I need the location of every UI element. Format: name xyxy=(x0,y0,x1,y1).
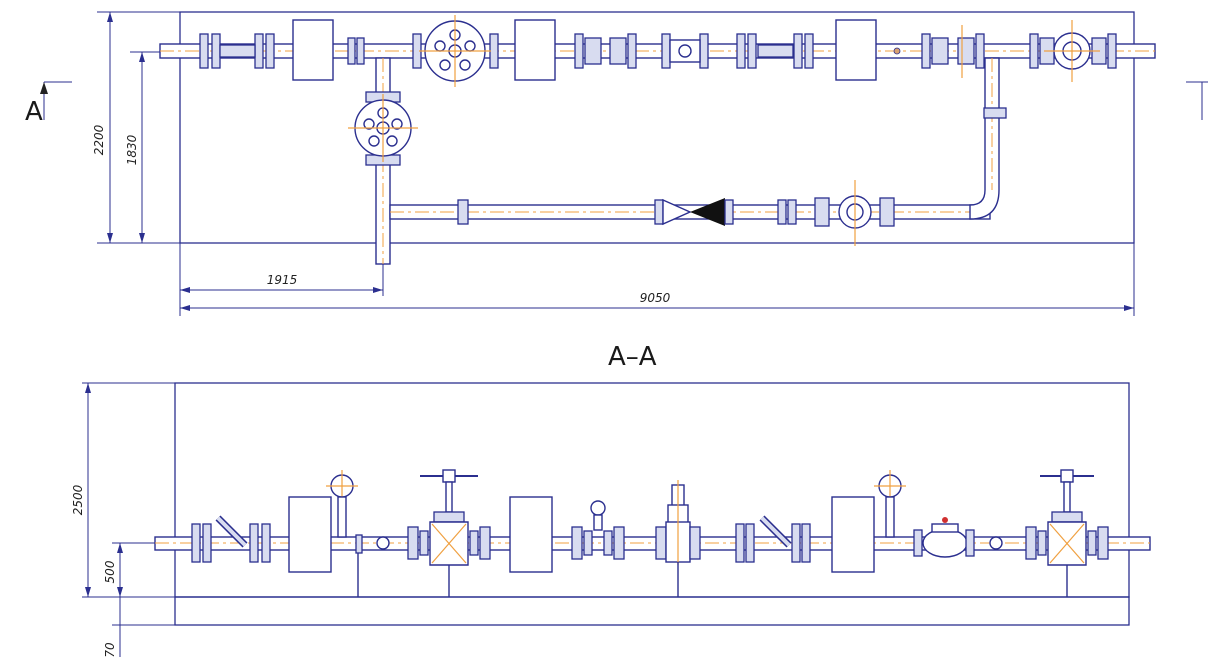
section-ball-valve xyxy=(913,517,1003,558)
plan-frame xyxy=(179,11,1135,244)
section-dimensions: 2500 500 70 xyxy=(71,382,175,657)
plan-main-pipe xyxy=(159,43,1156,59)
plan-bottom-gauge-valve xyxy=(814,180,895,246)
section-filter-2 xyxy=(509,496,553,573)
plan-gauge-valve xyxy=(1044,20,1100,82)
section-gate-valve-1 xyxy=(407,469,491,597)
plan-branch-offset-label: 1915 xyxy=(267,273,298,287)
plan-pipe-height-label: 1830 xyxy=(125,134,139,165)
plan-valve-handwheel-1 xyxy=(419,15,491,87)
section-regulator xyxy=(655,480,701,597)
section-marker-right xyxy=(1186,81,1208,120)
section-pressure-gauge-1 xyxy=(326,470,358,538)
section-base-label: 70 xyxy=(103,642,117,657)
section-view: 2500 500 70 xyxy=(71,382,1151,657)
plan-flanges-top xyxy=(199,33,1117,69)
section-pipe-height-label: 500 xyxy=(103,560,117,583)
plan-valve-handwheel-2 xyxy=(348,91,418,166)
section-flow-sensor xyxy=(571,500,625,560)
plan-bottom-flange-1 xyxy=(457,199,469,225)
section-marker-left: A xyxy=(25,81,72,127)
section-filter-3 xyxy=(831,496,875,573)
plan-view: 2200 1830 1915 9050 A xyxy=(25,11,1208,316)
plan-filter-3 xyxy=(835,19,877,81)
section-main-pipe xyxy=(154,536,1151,551)
plan-branch-pipe xyxy=(375,57,1000,265)
plan-bottom-check-valve xyxy=(654,198,734,226)
plan-dimensions: 2200 1830 1915 9050 xyxy=(92,11,1135,316)
plan-filter-1 xyxy=(292,19,334,81)
section-marker-letter: A xyxy=(25,97,43,127)
section-gate-valve-2 xyxy=(1025,469,1109,597)
section-pressure-gauge-2 xyxy=(874,470,906,538)
plan-height-total-label: 2200 xyxy=(92,124,106,155)
plan-total-length-label: 9050 xyxy=(640,291,671,305)
plan-check-valve xyxy=(669,39,701,63)
section-sensor-2 xyxy=(735,515,811,563)
section-base xyxy=(174,596,1130,626)
section-filter-1 xyxy=(288,496,332,573)
section-sensor-1 xyxy=(191,515,271,563)
section-height-total-label: 2500 xyxy=(71,484,85,515)
plan-filter-2 xyxy=(514,19,556,81)
section-title: A–A xyxy=(608,342,657,372)
